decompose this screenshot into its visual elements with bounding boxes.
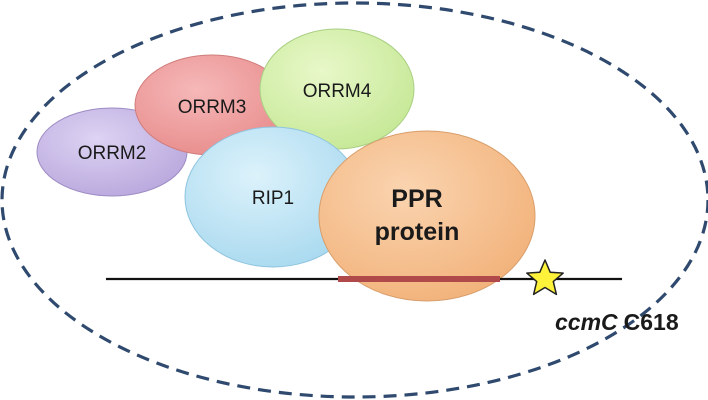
ppr-label-line1: PPR xyxy=(391,185,442,213)
rip1-label: RIP1 xyxy=(252,188,294,209)
edit-site-gene: ccmC xyxy=(555,309,618,335)
orrm2-label: ORRM2 xyxy=(78,143,147,164)
protein-ppr: PPR protein xyxy=(318,130,536,302)
edit-site-star-icon xyxy=(526,259,564,296)
protein-orrm4: ORRM4 xyxy=(259,28,415,150)
orrm3-label: ORRM3 xyxy=(178,97,247,118)
orrm4-label: ORRM4 xyxy=(303,81,372,102)
ppr-label-line2: protein xyxy=(375,218,460,246)
edit-site-position: C618 xyxy=(624,309,679,335)
